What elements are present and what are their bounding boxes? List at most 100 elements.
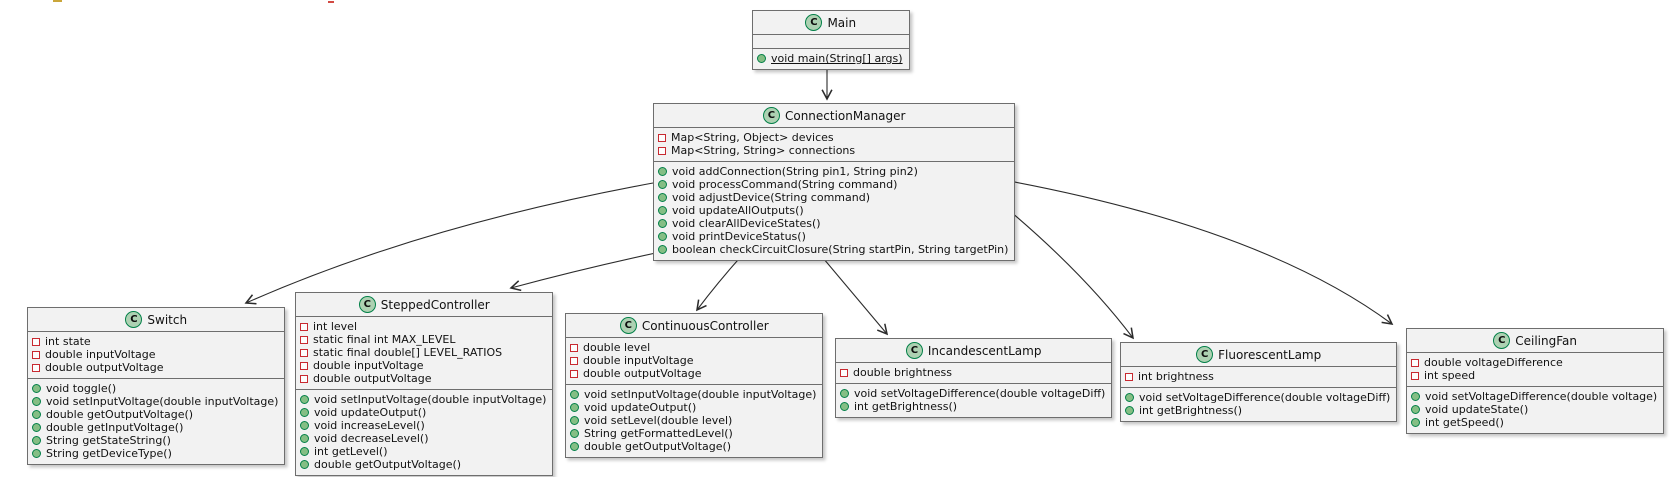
method-text: int getBrightness()	[1139, 404, 1243, 417]
method-row: String getDeviceType()	[32, 447, 278, 460]
field-text: double outputVoltage	[313, 372, 432, 385]
public-method-icon	[32, 410, 41, 419]
field-row: int level	[300, 320, 546, 333]
methods-compartment: void toggle()void setInputVoltage(double…	[28, 378, 285, 464]
method-text: void printDeviceStatus()	[672, 230, 806, 243]
field-text: int brightness	[1138, 370, 1214, 383]
method-text: double getOutputVoltage()	[314, 458, 462, 471]
method-text: boolean checkCircuitClosure(String start…	[672, 243, 1009, 256]
method-row: void printDeviceStatus()	[658, 230, 1008, 243]
public-method-icon	[1125, 393, 1134, 402]
class-c-icon: C	[762, 107, 780, 124]
public-method-icon	[840, 402, 849, 411]
field-text: static final int MAX_LEVEL	[313, 333, 456, 346]
methods-compartment: void main(String[] args)	[753, 48, 909, 69]
method-text: void setLevel(double level)	[584, 414, 733, 427]
private-field-icon	[32, 350, 40, 359]
field-text: double inputVoltage	[313, 359, 424, 372]
class-title: C ContinuousController	[566, 314, 822, 337]
private-field-icon	[1125, 372, 1133, 381]
field-row: static final double[] LEVEL_RATIOS	[300, 346, 546, 359]
field-text: static final double[] LEVEL_RATIOS	[313, 346, 503, 359]
method-text: void decreaseLevel()	[314, 432, 429, 445]
private-field-icon	[300, 374, 308, 383]
class-c-icon: C	[1493, 332, 1511, 349]
method-row: void updateOutput()	[300, 406, 546, 419]
field-row: double level	[570, 341, 816, 354]
public-method-icon	[1411, 418, 1420, 427]
method-row: void setInputVoltage(double inputVoltage…	[300, 393, 546, 406]
method-row: void updateAllOutputs()	[658, 204, 1008, 217]
class-title: C Switch	[28, 308, 284, 331]
public-method-icon	[300, 460, 309, 469]
method-row: int getLevel()	[300, 445, 546, 458]
method-text: String getStateString()	[46, 434, 171, 447]
method-text: void setInputVoltage(double inputVoltage…	[584, 388, 817, 401]
method-text: void addConnection(String pin1, String p…	[672, 165, 918, 178]
class-box-main: C Main void main(String[] args)	[752, 10, 910, 70]
method-row: void setInputVoltage(double inputVoltage…	[570, 388, 816, 401]
class-c-icon: C	[905, 342, 923, 359]
public-method-icon	[32, 436, 41, 445]
field-text: int level	[313, 320, 357, 333]
private-field-icon	[1411, 358, 1419, 367]
class-name: Switch	[147, 312, 188, 327]
method-text: void updateState()	[1425, 403, 1529, 416]
method-text: int getLevel()	[314, 445, 388, 458]
public-method-icon	[1125, 406, 1134, 415]
top-edge-artifact	[328, 1, 334, 3]
public-method-icon	[658, 167, 667, 176]
methods-compartment: void setVoltageDifference(double voltage…	[1121, 387, 1397, 421]
method-row: void setVoltageDifference(double voltage…	[1125, 391, 1390, 404]
method-row: void adjustDevice(String command)	[658, 191, 1008, 204]
fields-compartment	[753, 34, 909, 48]
method-row: void processCommand(String command)	[658, 178, 1008, 191]
public-method-icon	[300, 408, 309, 417]
public-method-icon	[570, 429, 579, 438]
relation-arrow-connectionmanager-switch	[244, 182, 654, 305]
private-field-icon	[840, 368, 848, 377]
relation-arrow-connectionmanager-ceilingfan	[992, 177, 1394, 325]
method-row: int getBrightness()	[1125, 404, 1390, 417]
class-name: ConnectionManager	[784, 108, 906, 123]
field-row: double outputVoltage	[570, 367, 816, 380]
field-row: double inputVoltage	[570, 354, 816, 367]
field-row: double voltageDifference	[1411, 356, 1657, 369]
public-method-icon	[300, 395, 309, 404]
method-text: void updateAllOutputs()	[672, 204, 804, 217]
field-text: int speed	[1424, 369, 1476, 382]
class-name: CeilingFan	[1515, 333, 1577, 348]
method-row: int getSpeed()	[1411, 416, 1657, 429]
private-field-icon	[570, 343, 578, 352]
class-box-fluorescentlamp: C FluorescentLamp int brightness void se…	[1120, 342, 1398, 422]
field-text: double inputVoltage	[583, 354, 694, 367]
public-method-icon	[658, 219, 667, 228]
method-text: void processCommand(String command)	[672, 178, 898, 191]
public-method-icon	[570, 403, 579, 412]
public-method-icon	[570, 442, 579, 451]
private-field-icon	[32, 337, 40, 346]
class-c-icon: C	[619, 317, 637, 334]
field-text: double inputVoltage	[45, 348, 156, 361]
public-method-icon	[1411, 392, 1420, 401]
public-method-icon	[1411, 405, 1420, 414]
class-c-icon: C	[805, 14, 823, 31]
public-method-icon	[658, 180, 667, 189]
method-text: void setVoltageDifference(double voltage…	[1425, 390, 1658, 403]
public-method-icon	[32, 384, 41, 393]
field-row: int speed	[1411, 369, 1657, 382]
fields-compartment: double brightness	[836, 362, 1112, 383]
private-field-icon	[570, 369, 578, 378]
public-method-icon	[570, 390, 579, 399]
method-text: void setInputVoltage(double inputVoltage…	[46, 395, 279, 408]
field-row: double outputVoltage	[300, 372, 546, 385]
public-method-icon	[570, 416, 579, 425]
public-method-icon	[840, 389, 849, 398]
method-text: int getSpeed()	[1425, 416, 1504, 429]
